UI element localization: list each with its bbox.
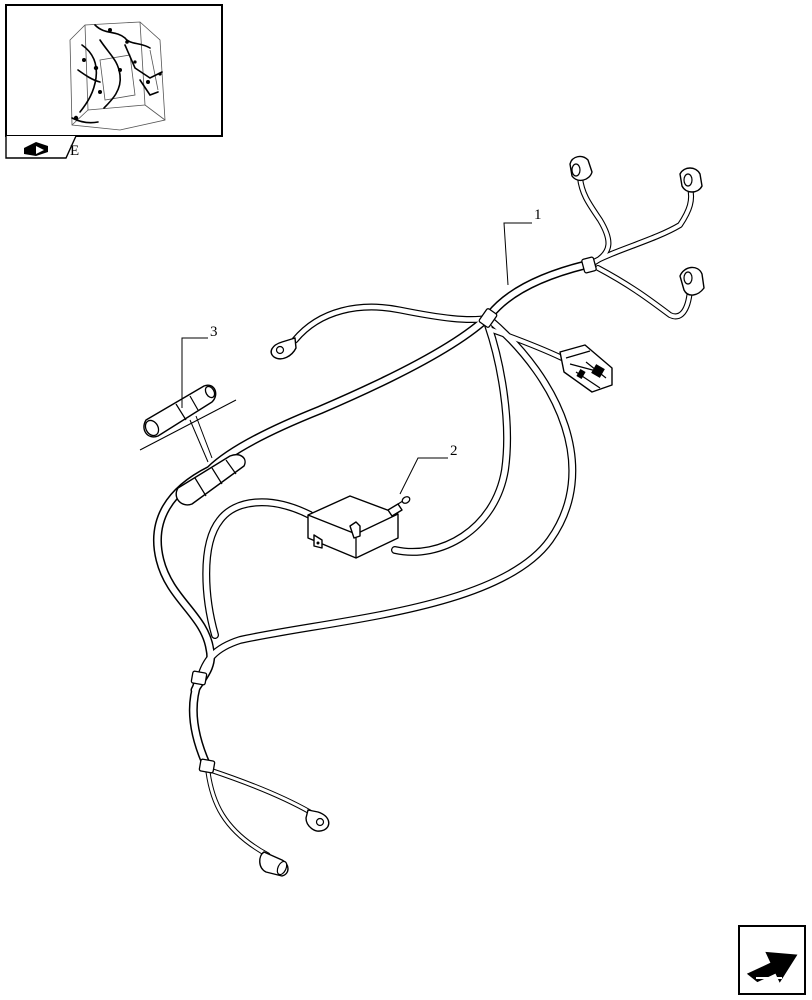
callout-labels: 1 2 3 xyxy=(210,207,542,459)
callout-1: 1 xyxy=(534,207,542,223)
thumbnail-corner-mark: E xyxy=(70,143,79,159)
inline-fuse-holder xyxy=(175,454,246,506)
callout-3: 3 xyxy=(210,324,218,340)
ring-terminal-upper xyxy=(270,337,297,360)
boot-cap-1 xyxy=(569,155,593,182)
bullet-terminal xyxy=(259,851,289,877)
screw xyxy=(387,496,411,517)
connector-plug xyxy=(559,344,613,393)
next-page-arrow-icon[interactable] xyxy=(738,925,806,995)
ring-terminal-lower xyxy=(305,809,330,832)
callout-2: 2 xyxy=(450,443,458,459)
wiring-harness xyxy=(143,155,705,877)
boot-cap-3 xyxy=(679,266,705,296)
thumbnail-tab: E xyxy=(5,135,79,159)
fuse-holder xyxy=(143,384,217,438)
callout-leaders xyxy=(139,222,532,495)
control-box xyxy=(307,495,399,559)
boot-cap-2 xyxy=(679,167,703,193)
location-thumbnail[interactable] xyxy=(5,4,223,137)
book-arrow-icon[interactable] xyxy=(24,142,48,156)
